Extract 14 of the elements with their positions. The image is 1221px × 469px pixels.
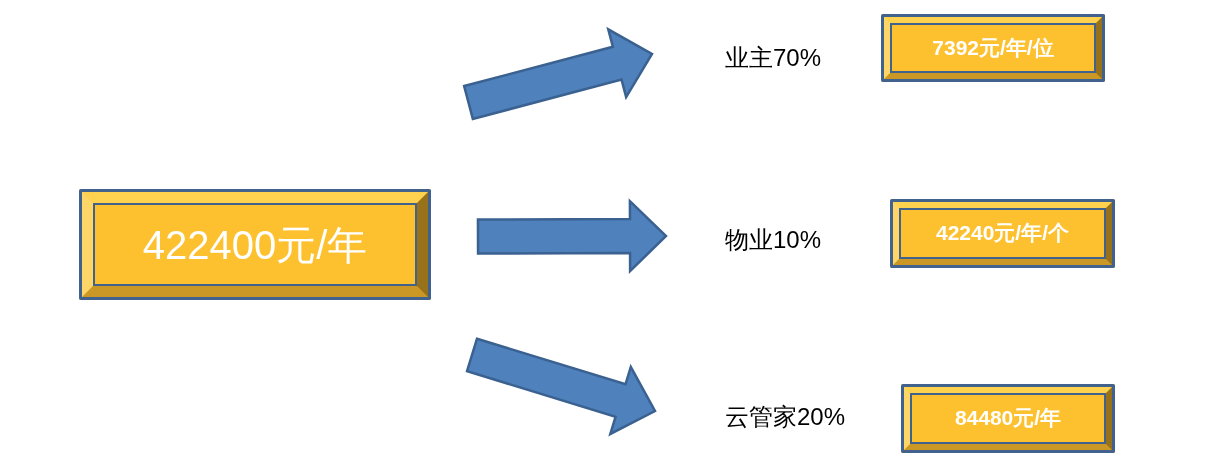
amount-text: 7392元/年/位 [932,35,1054,61]
amount-text: 422400元/年 [142,221,368,268]
share-label: 云管家20% [725,401,846,431]
amount-text: 84480元/年 [954,406,1062,431]
bevel-box [881,14,1105,82]
bevel-box [890,199,1115,268]
bevel-box [79,189,431,300]
block-arrow [462,26,654,121]
bevel-box [901,384,1115,453]
share-label: 物业10% [725,224,822,254]
amount-text: 42240元/年/个 [935,221,1070,246]
block-arrow [465,337,657,437]
share-label: 业主70% [725,42,822,72]
block-arrow [476,198,668,275]
